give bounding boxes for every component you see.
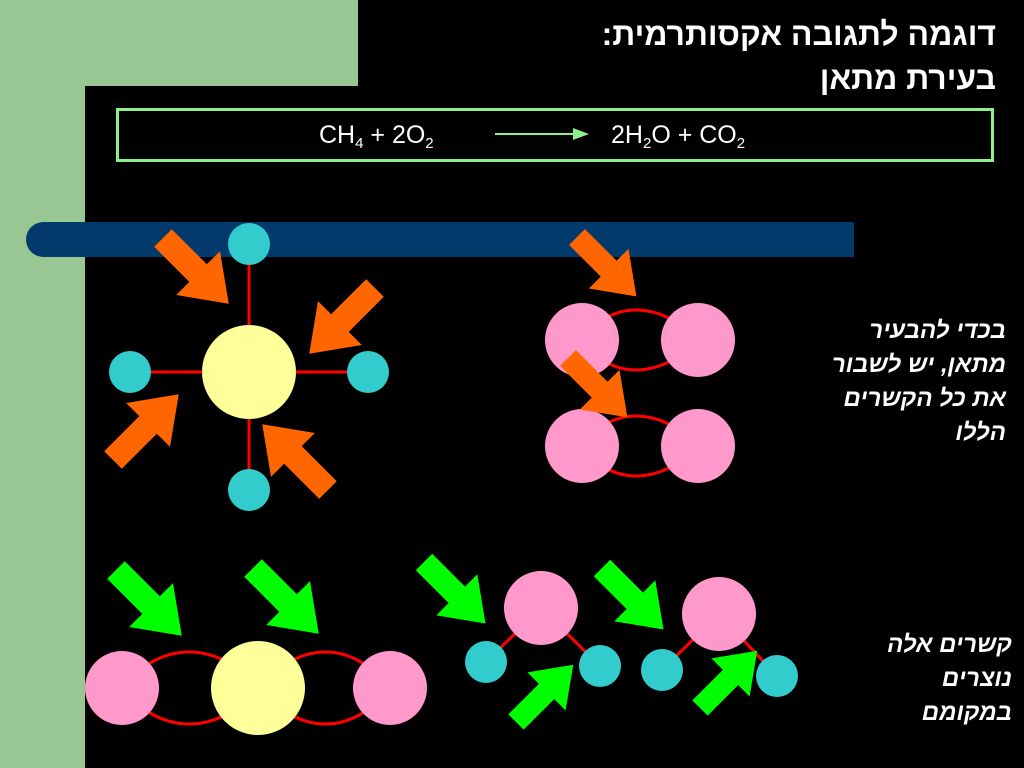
note-line: נוצרים (941, 665, 1012, 692)
reaction-arrow-icon (495, 128, 589, 140)
hydrogen-atom (756, 655, 798, 697)
orange-arrow-icon (104, 394, 179, 469)
oxygen-atom (661, 303, 735, 377)
methane-molecule (109, 223, 389, 511)
water-molecule (641, 577, 798, 697)
carbon-atom (211, 641, 305, 735)
orange-arrow-icon (262, 424, 337, 499)
form-arrows (107, 553, 758, 730)
orange-arrow-icon (154, 229, 229, 304)
title-line-2: בעירת מתאן (819, 60, 996, 96)
equation-reactants: CH4 + 2O2 (319, 121, 434, 152)
green-arrow-icon (244, 559, 319, 634)
carbon-atom (202, 325, 296, 419)
hydrogen-atom (228, 469, 270, 511)
oxygen-atom (545, 303, 619, 377)
hydrogen-atom (579, 645, 621, 687)
oxygen-atom (545, 409, 619, 483)
note-line: הללו (955, 419, 1006, 446)
title-line-1: דוגמה לתגובה אקסותרמית: (601, 16, 996, 52)
break-arrows (104, 229, 637, 499)
green-side-strip (0, 0, 85, 768)
oxygen-molecule (545, 409, 735, 483)
equation-products: 2H2O + CO2 (611, 121, 746, 152)
orange-arrow-icon (560, 350, 628, 418)
green-arrow-icon (415, 553, 486, 624)
oxygen-atom (661, 409, 735, 483)
note-line: קשרים אלה (887, 631, 1012, 658)
green-arrow-icon (508, 664, 574, 730)
orange-arrow-icon (569, 229, 637, 297)
green-arrow-icon (593, 559, 664, 630)
oxygen-molecule (545, 303, 735, 377)
hydrogen-atom (228, 223, 270, 265)
orange-arrow-icon (309, 279, 384, 354)
hydrogen-atom (465, 641, 507, 683)
oxygen-atom (353, 651, 427, 725)
note-break-bonds: בכדי להבעיר מתאן, יש לשבור את כל הקשרים … (766, 314, 1006, 450)
note-line: את כל הקשרים (843, 385, 1006, 412)
equation-box: CH4 + 2O2 2H2O + CO2 (116, 108, 994, 162)
note-line: במקומם (921, 699, 1012, 726)
green-top-block (0, 0, 358, 86)
slide-title: דוגמה לתגובה אקסותרמית: בעירת מתאן (376, 12, 996, 100)
note-line: בכדי להבעיר (869, 317, 1006, 344)
hydrogen-atom (347, 351, 389, 393)
oxygen-atom (504, 571, 578, 645)
carbon-dioxide-molecule (85, 641, 427, 735)
oxygen-atom (85, 651, 159, 725)
green-arrow-icon (107, 561, 182, 636)
green-arrow-icon (692, 650, 758, 716)
water-molecule (465, 571, 621, 687)
oxygen-atom (682, 577, 756, 651)
note-form-bonds: קשרים אלה נוצרים במקומם (812, 628, 1012, 730)
note-line: מתאן, יש לשבור (831, 351, 1006, 378)
hydrogen-atom (641, 649, 683, 691)
hydrogen-atom (109, 351, 151, 393)
